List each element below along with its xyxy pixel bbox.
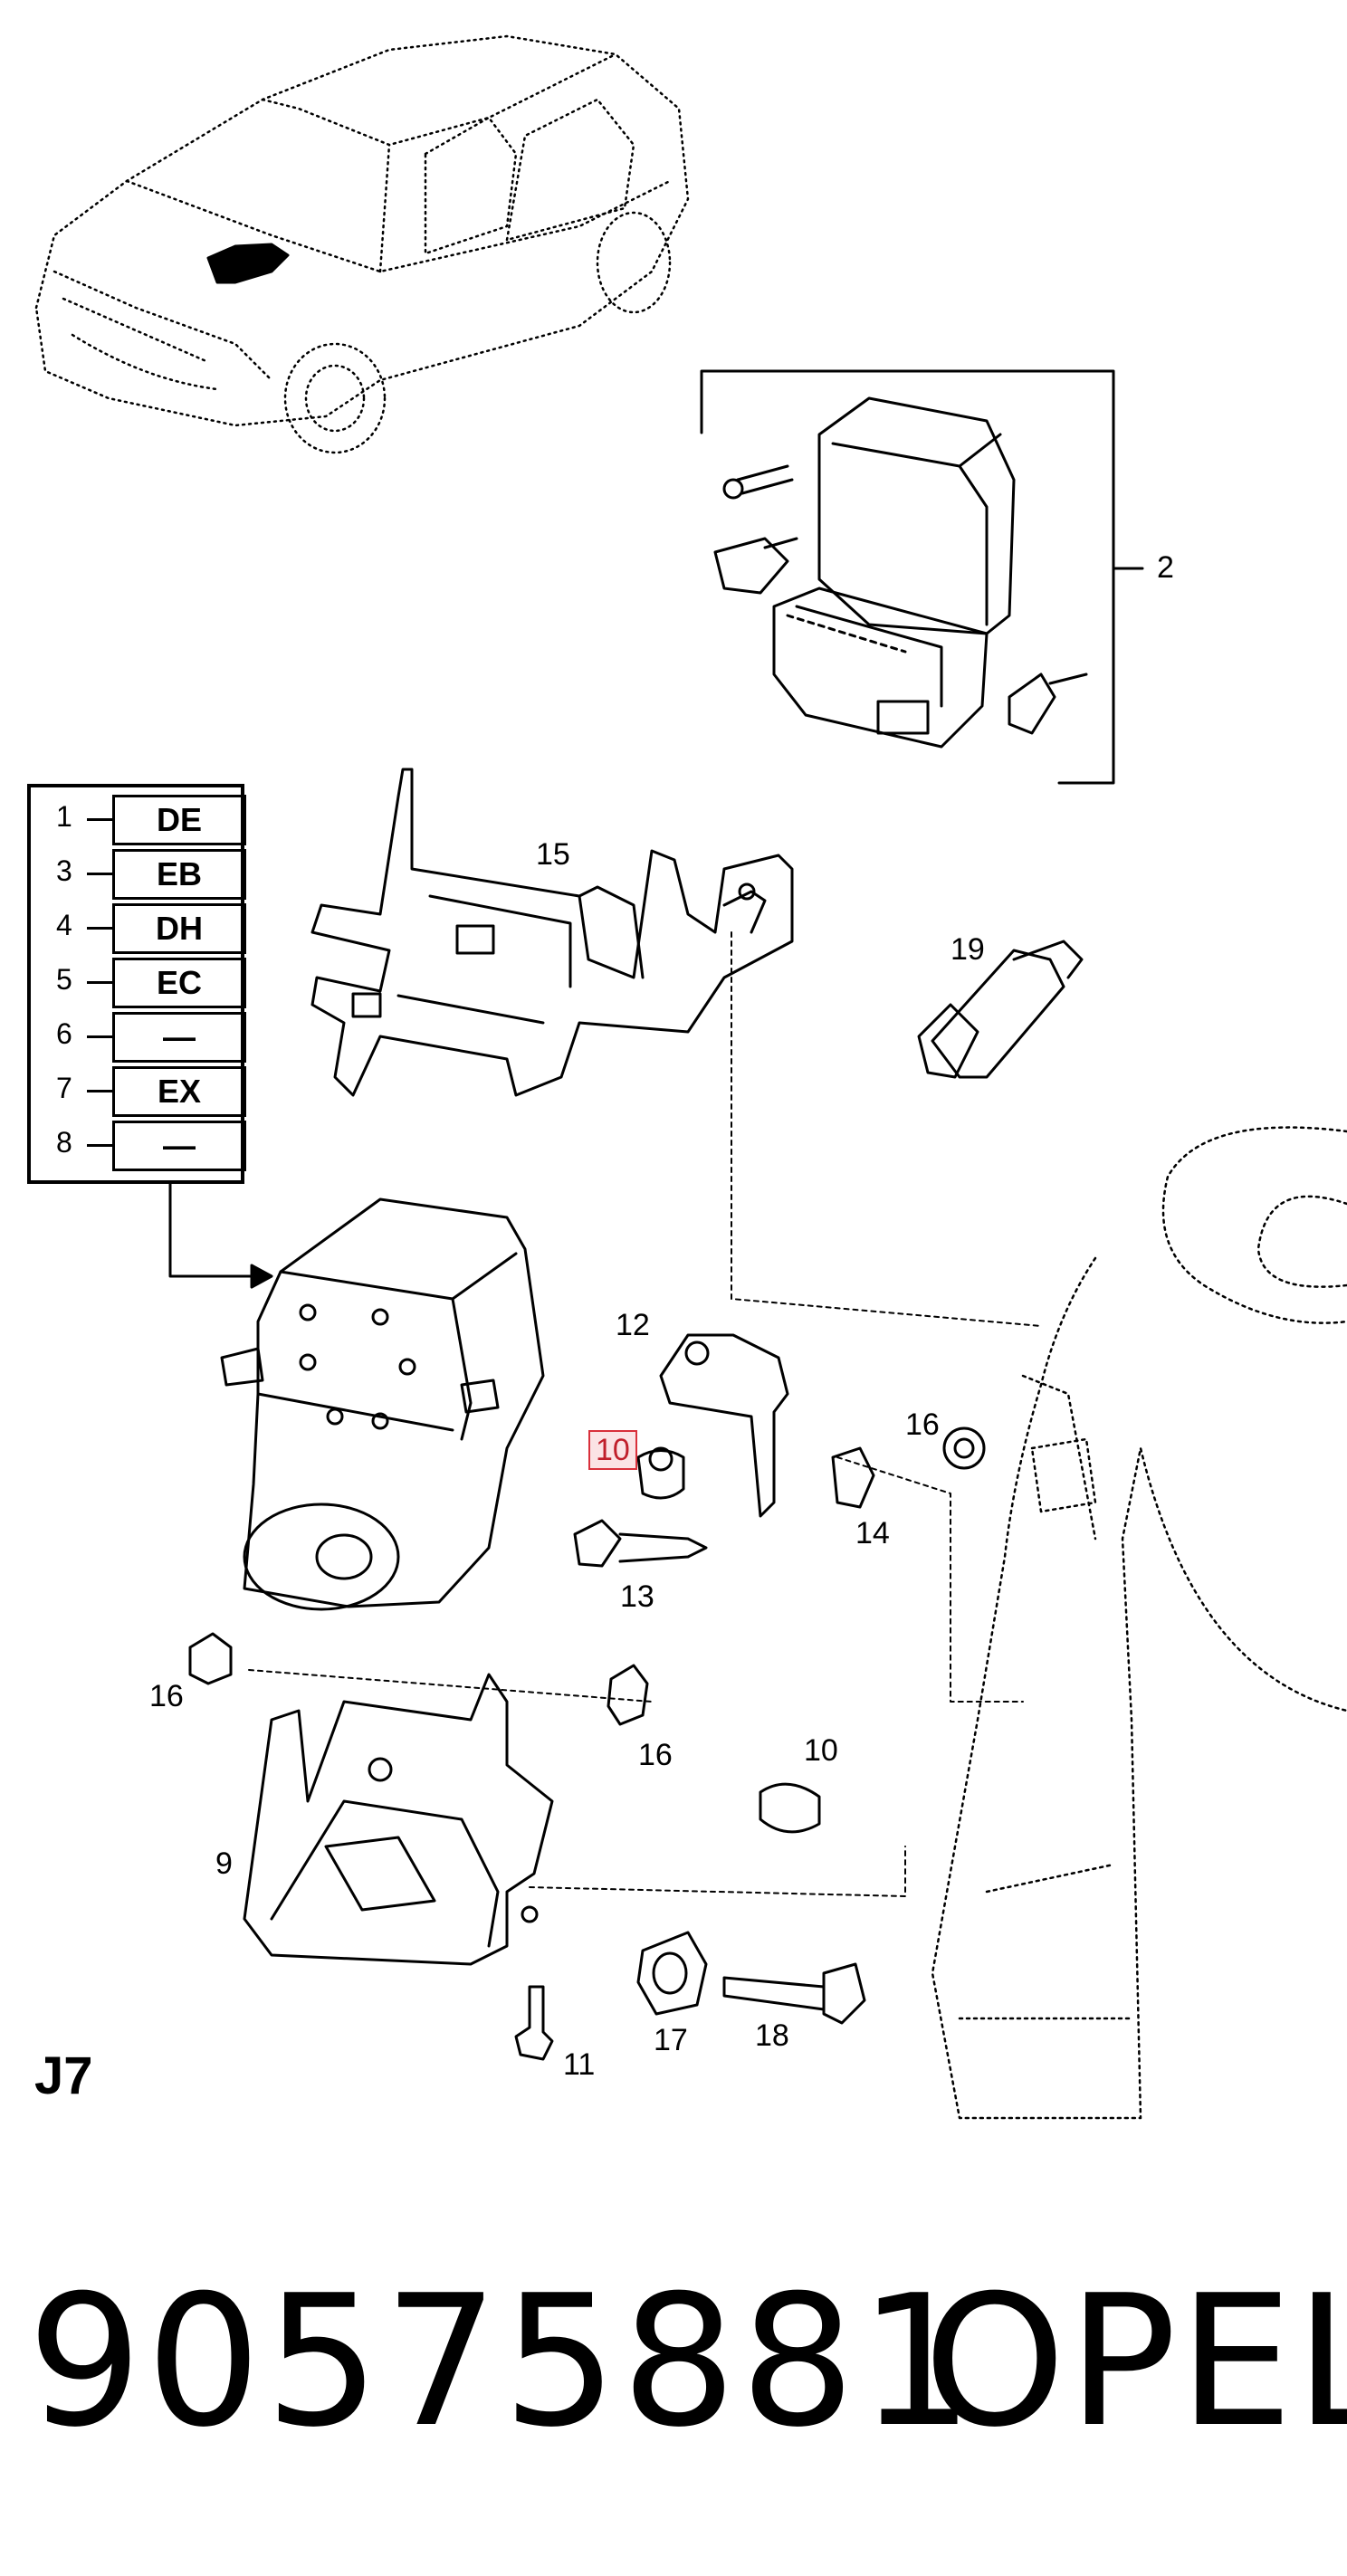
code-box: EB: [112, 849, 246, 900]
code-row: 7 EX: [31, 1063, 246, 1117]
page-identifier: J7: [34, 2046, 93, 2105]
brand-name: OPEL: [923, 2256, 1347, 2467]
bolt-18: [722, 1962, 866, 2025]
code-box: DE: [112, 795, 246, 845]
code-tick: [87, 1090, 112, 1092]
callout-10-highlighted[interactable]: 10: [588, 1430, 637, 1470]
nut-10: [759, 1782, 821, 1834]
callout-19: 19: [951, 932, 985, 967]
vehicle-structure: [931, 1126, 1347, 2120]
code-row: 6 —: [31, 1008, 246, 1063]
callout-14: 14: [855, 1516, 890, 1550]
bolt-11: [514, 1985, 554, 2061]
code-row: 8 —: [31, 1117, 246, 1171]
bolt-13: [573, 1519, 708, 1568]
code-tick: [87, 981, 112, 984]
main-bracket: [310, 768, 794, 1097]
callout-17: 17: [654, 2023, 688, 2057]
callout-15: 15: [536, 837, 570, 872]
code-tick: [87, 873, 112, 875]
code-row: 1 DE: [31, 791, 246, 845]
code-number: 5: [56, 963, 72, 996]
abs-pump-unit: [220, 1197, 545, 1611]
code-box: —: [112, 1121, 246, 1171]
code-number: 7: [56, 1072, 72, 1104]
callout-11: 11: [563, 2047, 596, 2082]
code-number: 6: [56, 1017, 72, 1050]
ecu-module: [713, 396, 1088, 749]
callout-13: 13: [620, 1579, 654, 1614]
callout-9: 9: [215, 1846, 233, 1881]
nut-10-highlighted: [636, 1446, 685, 1500]
leader-lines: [248, 931, 1042, 1897]
code-box: EX: [112, 1066, 246, 1117]
callout-12: 12: [616, 1308, 650, 1342]
nut-16: [188, 1426, 986, 1726]
code-table: 1 DE 3 EB 4 DH 5 EC 6 — 7 EX 8 —: [27, 784, 246, 1184]
callout-16: 16: [638, 1738, 673, 1772]
pressure-sensor: [917, 940, 1084, 1079]
code-box: —: [112, 1012, 246, 1063]
code-number: 3: [56, 854, 72, 887]
code-row: 5 EC: [31, 954, 246, 1008]
clip-12: [659, 1333, 789, 1518]
code-number: 4: [56, 909, 72, 941]
hood-marker: [206, 243, 290, 284]
part-number: 90575881: [27, 2256, 978, 2467]
code-box: EC: [112, 958, 246, 1008]
code-tick: [87, 1035, 112, 1038]
callout-18: 18: [755, 2018, 789, 2053]
code-box: DH: [112, 903, 246, 954]
callout-2: 2: [1157, 550, 1174, 585]
code-row: 3 EB: [31, 845, 246, 900]
callout-16: 16: [149, 1679, 184, 1713]
code-row: 4 DH: [31, 900, 246, 954]
code-tick: [87, 927, 112, 930]
car-illustration: [34, 34, 690, 454]
spacer-17: [636, 1931, 708, 2016]
callout-16: 16: [905, 1407, 940, 1442]
callout-10: 10: [804, 1733, 838, 1768]
tray-bracket-9: [243, 1673, 554, 1966]
code-tick: [87, 1144, 112, 1147]
clip-14: [831, 1446, 875, 1509]
code-number: 8: [56, 1126, 72, 1159]
code-tick: [87, 818, 112, 821]
code-number: 1: [56, 800, 72, 833]
code-table-arrow: [168, 1182, 264, 1278]
